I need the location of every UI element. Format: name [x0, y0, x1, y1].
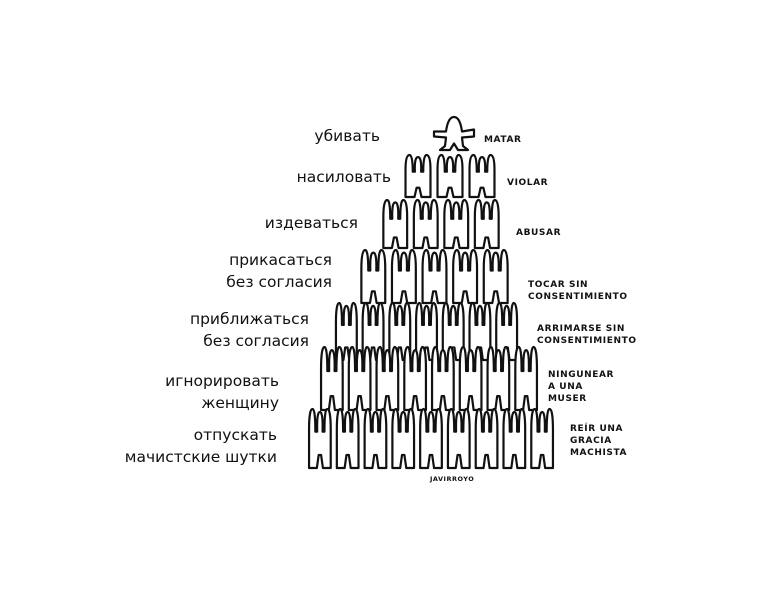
person-figure — [443, 198, 470, 250]
person-figure — [473, 198, 500, 250]
person-figure — [421, 248, 448, 305]
person-figure — [360, 248, 387, 305]
person-figure — [486, 345, 511, 412]
pyramid-row-3 — [360, 248, 509, 305]
label-ru-6: отпускать мачистские шутки — [124, 426, 277, 466]
label-es-3: TOCAR SIN CONSENTIMIENTO — [528, 280, 628, 302]
pyramid-row-4 — [334, 301, 519, 362]
label-es-4: ARRIMARSE SIN CONSENTIMIENTO — [537, 324, 637, 346]
person-figure — [468, 301, 492, 362]
person-figure — [458, 345, 483, 412]
person-figure — [495, 301, 519, 362]
label-es-1: VIOLAR — [507, 178, 549, 188]
person-figure — [441, 301, 465, 362]
person-figure — [390, 248, 417, 305]
person-figure — [502, 407, 527, 470]
person-figure — [468, 153, 496, 199]
person-figure — [414, 301, 439, 362]
pyramid-row-6 — [307, 407, 555, 470]
person-figure — [361, 301, 385, 362]
person-figure — [474, 407, 499, 470]
person-figure — [482, 248, 509, 305]
person-figure — [391, 407, 416, 470]
label-ru-0: убивать — [314, 127, 380, 145]
person-figure — [436, 153, 464, 199]
person-figure — [363, 407, 388, 470]
person-figure — [452, 248, 479, 305]
pyramid-row-0 — [432, 115, 476, 152]
label-ru-2: издеваться — [264, 214, 358, 232]
label-ru-1: насиловать — [296, 168, 391, 186]
label-ru-5: игнорировать женщину — [165, 372, 279, 412]
person-figure — [419, 407, 443, 470]
person-figure — [307, 407, 332, 470]
pyramid-row-2 — [382, 198, 500, 250]
person-figure — [388, 301, 412, 362]
person-figure — [347, 345, 372, 412]
person-figure — [432, 115, 476, 152]
person-figure — [412, 198, 439, 250]
person-figure — [404, 153, 432, 199]
label-es-0: MATAR — [484, 135, 522, 145]
person-figure — [430, 345, 455, 412]
label-ru-4: приближаться без согласия — [189, 310, 309, 350]
label-ru-3: прикасаться без согласия — [226, 251, 332, 291]
label-es-6: REÍR UNA GRACIA MACHISTA — [570, 424, 628, 458]
person-figure — [334, 301, 358, 362]
person-figure — [446, 407, 471, 470]
person-figure — [403, 345, 428, 412]
label-es-2: ABUSAR — [516, 228, 562, 238]
person-figure — [335, 407, 360, 470]
person-figure — [375, 345, 400, 412]
person-figure — [382, 198, 409, 250]
pyramid-row-5 — [319, 345, 539, 412]
person-figure — [319, 345, 344, 412]
label-es-5: NINGUNEAR A UNA MUSER — [548, 370, 615, 404]
pyramid-row-1 — [404, 153, 496, 199]
person-figure — [514, 345, 539, 412]
artist-signature: JAVIRROYO — [430, 475, 475, 483]
person-figure — [530, 407, 555, 470]
